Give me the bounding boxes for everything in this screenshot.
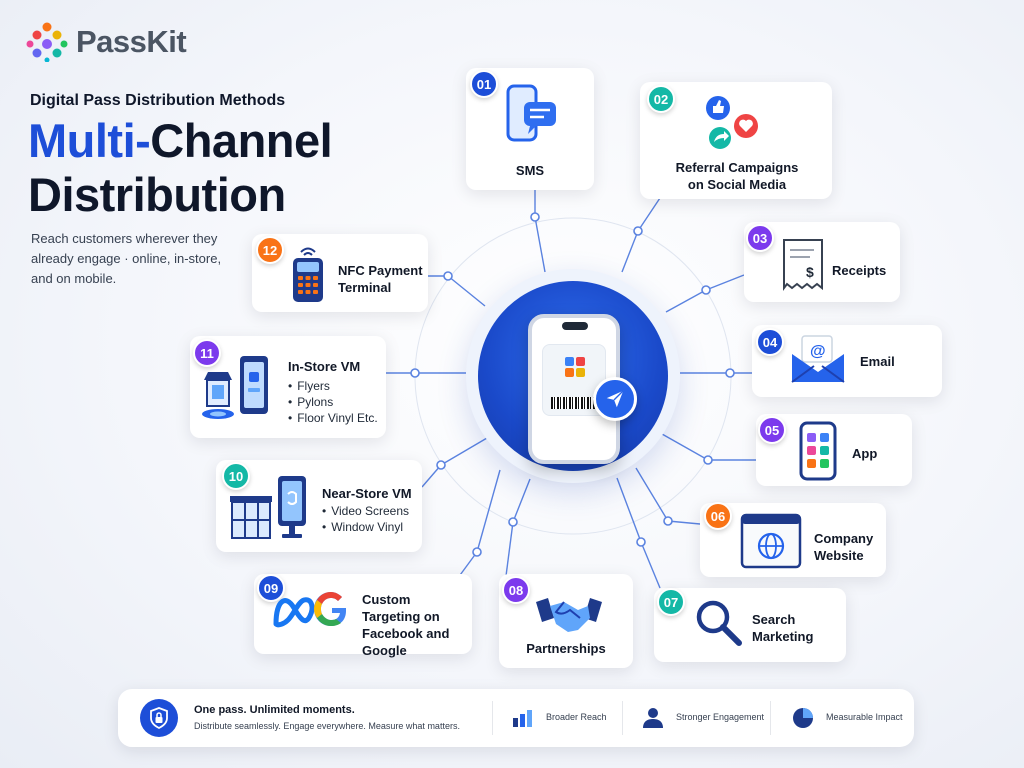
envelope-icon: @ <box>791 335 845 383</box>
near-store-items: Video Screens Window Vinyl <box>322 503 409 535</box>
channel-number-badge: 02 <box>647 85 675 113</box>
channel-label-email: Email <box>860 354 895 369</box>
social-reactions-icon <box>706 96 758 149</box>
svg-text:@: @ <box>810 343 826 360</box>
list-item: Pylons <box>288 394 378 410</box>
connector-10 <box>421 464 442 488</box>
list-item: Flyers <box>288 378 378 394</box>
person-icon <box>643 708 663 728</box>
channel-number-badge: 07 <box>657 588 685 616</box>
stat-measurable-impact: Measurable Impact <box>826 712 903 722</box>
list-item: Video Screens <box>322 503 409 519</box>
channel-number-badge: 05 <box>758 416 786 444</box>
channel-label-app: App <box>852 446 878 461</box>
title-accent: Multi- <box>28 114 151 167</box>
page-subtitle: Digital Pass Distribution Methods <box>30 92 286 109</box>
bar-chart-icon <box>513 710 532 727</box>
channel-number-badge: 03 <box>746 224 774 252</box>
magnifier-icon <box>696 600 742 646</box>
connector-07 <box>640 541 661 589</box>
send-plane-icon <box>593 377 637 421</box>
channel-label-sms: SMS <box>515 163 545 178</box>
connector-08 <box>505 521 514 577</box>
footer-tagline: Distribute seamlessly. Engage everywhere… <box>194 721 460 731</box>
channel-label-website: Company Website <box>814 531 874 563</box>
channel-label-targeting: Custom Targeting on Facebook and Google <box>362 592 450 658</box>
pass-logo-icon <box>565 357 585 377</box>
passkit-logo: PassKit <box>26 22 187 62</box>
connector-03 <box>705 274 745 291</box>
barcode-icon <box>551 397 599 409</box>
channel-label-in-store: In-Store VM <box>288 359 361 374</box>
footer-banner: One pass. Unlimited moments. Distribute … <box>118 689 914 747</box>
storefront-icon <box>230 476 306 539</box>
channel-card-search[interactable] <box>654 588 846 662</box>
app-grid-icon <box>799 421 837 481</box>
nfc-terminal-icon <box>293 247 323 302</box>
channel-label-receipts: Receipts <box>832 263 887 278</box>
channel-label-near-store: Near-Store VM <box>322 486 412 501</box>
channel-number-badge: 04 <box>756 328 784 356</box>
footer-divider <box>770 701 771 735</box>
page-description: Reach customers wherever they already en… <box>31 231 222 286</box>
sms-chat-icon <box>506 84 556 142</box>
channel-card-email[interactable] <box>752 325 942 397</box>
connector-02 <box>637 197 661 232</box>
channel-number-badge: 10 <box>222 462 250 490</box>
channel-label-search: Search Marketing <box>752 612 814 644</box>
footer-divider <box>622 701 623 735</box>
connector-06 <box>667 520 701 525</box>
shield-lock-icon <box>140 699 178 737</box>
page-title: Multi-Channel Distribution <box>28 114 333 222</box>
passkit-dots-icon <box>26 22 68 62</box>
in-store-items: Flyers Pylons Floor Vinyl Etc. <box>288 378 378 426</box>
pie-chart-icon <box>793 708 813 728</box>
channel-label-referral: Referral Campaigns on Social Media <box>675 160 799 192</box>
channel-number-badge: 12 <box>256 236 284 264</box>
stat-broader-reach: Broader Reach <box>546 712 607 722</box>
footer-headline: One pass. Unlimited moments. <box>194 704 355 716</box>
title-line-2: Distribution <box>28 168 286 221</box>
channel-number-badge: 06 <box>704 502 732 530</box>
title-line-1: Channel <box>150 114 333 167</box>
channel-label-partnerships: Partnerships <box>526 641 606 656</box>
channel-number-badge: 08 <box>502 576 530 604</box>
instore-display-icon <box>202 356 268 419</box>
footer-divider <box>492 701 493 735</box>
channel-number-badge: 09 <box>257 574 285 602</box>
list-item: Window Vinyl <box>322 519 409 535</box>
handshake-icon <box>536 598 602 632</box>
stat-stronger-engagement: Stronger Engagement <box>676 712 765 722</box>
channel-number-badge: 01 <box>470 70 498 98</box>
channel-number-badge: 11 <box>193 339 221 367</box>
brand-name: PassKit <box>76 24 187 59</box>
browser-globe-icon <box>740 513 802 569</box>
digital-pass-icon <box>542 344 606 416</box>
meta-google-icon <box>273 592 346 628</box>
list-item: Floor Vinyl Etc. <box>288 410 377 426</box>
svg-text:$: $ <box>806 264 814 280</box>
receipt-icon: $ <box>783 239 823 291</box>
channel-label-nfc: NFC Payment Terminal <box>338 263 423 295</box>
